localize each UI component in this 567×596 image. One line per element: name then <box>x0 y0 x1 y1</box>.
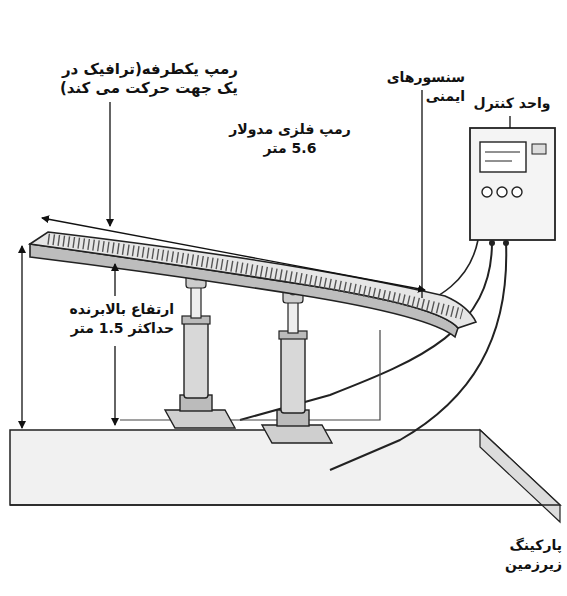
height-dimension <box>114 346 115 425</box>
cable <box>330 242 506 470</box>
ramp-direction-label: رمپ یکطرفه(ترافیک در یک جهت حرکت می کند) <box>38 60 238 98</box>
leader-line <box>509 116 510 128</box>
control-unit-label: واحد کنترل <box>462 94 562 113</box>
leader-line <box>421 90 422 298</box>
lift-piston <box>165 268 235 428</box>
floor-line <box>10 504 560 506</box>
sensor-label: سنسورهای ایمنی <box>345 68 465 106</box>
cable <box>120 330 380 420</box>
parking-label: پارکینگ زیرزمین <box>462 536 562 574</box>
lift-piston <box>262 283 332 443</box>
length-dimension <box>42 218 425 290</box>
control-unit <box>470 128 555 246</box>
ramp-length-label: رمپ فلزی مدولار 5.6 متر <box>215 120 365 158</box>
height-dimension <box>21 246 22 428</box>
height-dimension <box>114 264 115 296</box>
floor-edge <box>480 430 560 522</box>
lift-height-label: ارتفاع بالابرنده حداکثر 1.5 متر <box>34 300 174 338</box>
leader-line <box>109 102 110 226</box>
